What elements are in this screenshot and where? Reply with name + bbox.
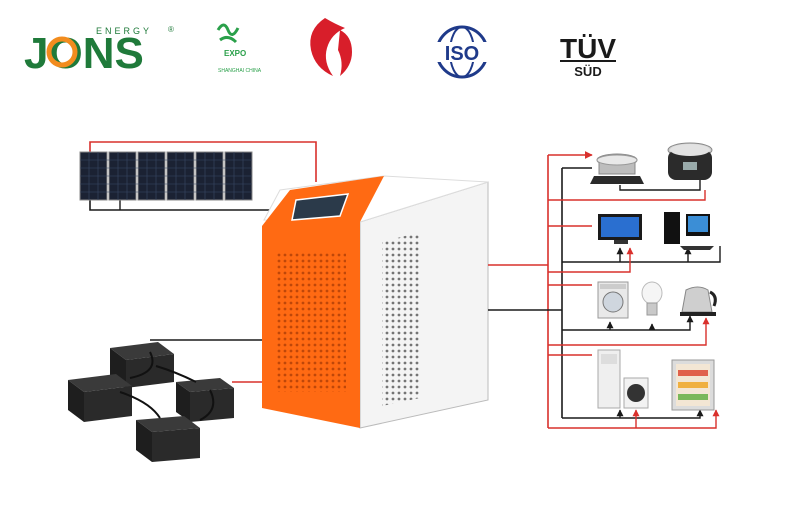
battery-1 <box>110 342 174 388</box>
brand-tagline: ENERGY <box>96 26 152 36</box>
refrigerator-icon <box>671 359 715 411</box>
tuv-logo: TÜV SÜD <box>560 33 616 79</box>
inverter-side-panel <box>359 181 489 429</box>
electric-kettle-icon <box>680 286 717 316</box>
rice-cooker-icon <box>667 142 713 180</box>
load-wires <box>488 151 721 429</box>
inverter-front-vents <box>276 252 346 392</box>
solar-wires <box>89 141 317 211</box>
iso-logo: ISO <box>430 25 494 79</box>
air-conditioner-icon <box>597 349 649 409</box>
brand-o-swirl-icon <box>46 36 78 68</box>
expo-emblem-icon <box>216 23 240 44</box>
tuv-line2: SÜD <box>574 64 601 79</box>
inverter-display-icon <box>291 193 350 221</box>
induction-cooker-icon <box>590 153 644 184</box>
battery-bank-icon <box>68 342 234 462</box>
ccc-certification-icon <box>310 18 345 76</box>
solar-panel-array-icon <box>79 151 253 201</box>
battery-4 <box>136 416 200 462</box>
expo-line1: EXPO <box>224 49 246 58</box>
inverter-side-vents <box>382 232 420 406</box>
expo-line2: SHANGHAI CHINA <box>218 68 262 74</box>
washing-machine-icon <box>597 281 629 319</box>
battery-3 <box>176 378 234 422</box>
ccc-logo <box>310 18 352 76</box>
expo-logo: EXPO SHANGHAI CHINA <box>216 23 262 74</box>
battery-2 <box>68 374 132 422</box>
desktop-computer-icon <box>664 212 714 250</box>
brand-registered-mark: ® <box>168 25 174 34</box>
solar-inverter-icon <box>262 175 489 429</box>
battery-wires <box>150 339 262 383</box>
tuv-line1: TÜV <box>560 33 616 64</box>
brand-name: JONS <box>24 29 144 78</box>
brand-logo: JONS ENERGY ® <box>24 25 174 78</box>
iso-text: ISO <box>445 43 479 65</box>
light-bulb-icon <box>641 281 663 316</box>
tv-icon <box>598 214 642 244</box>
